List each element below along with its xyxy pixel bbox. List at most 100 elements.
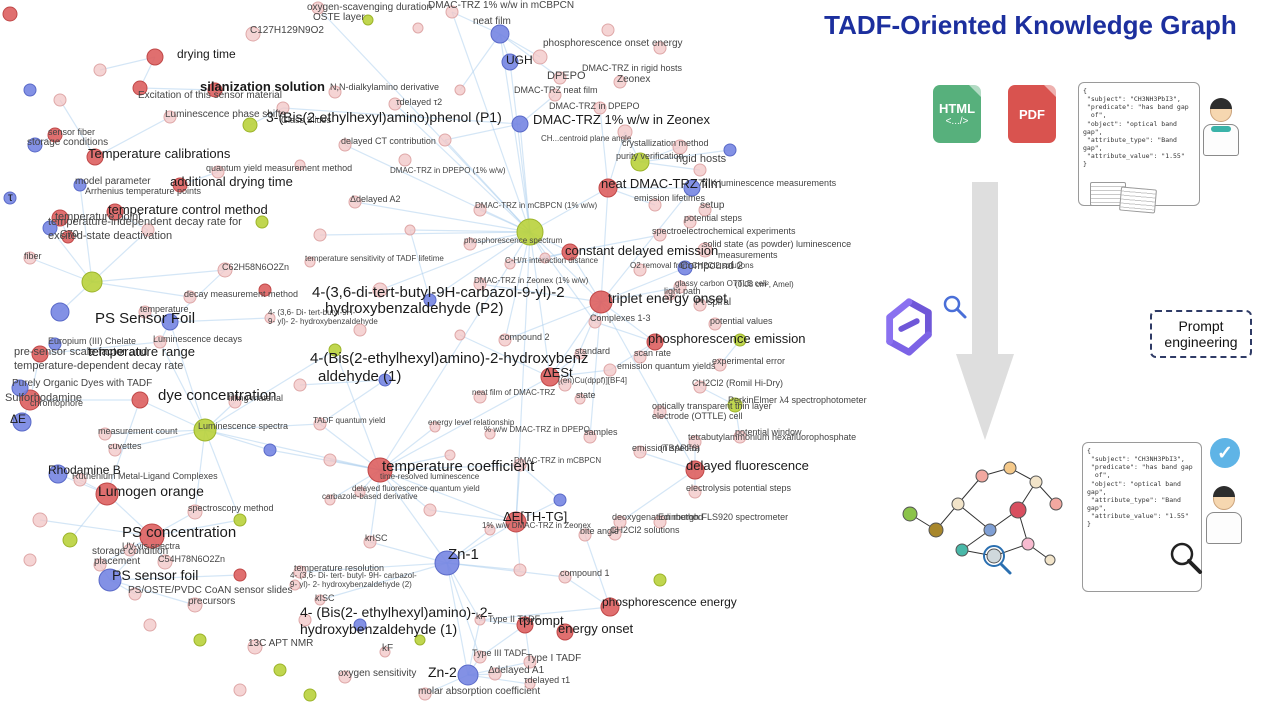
graph-node	[207, 82, 223, 98]
graph-edge	[594, 321, 656, 343]
graph-node	[600, 597, 620, 617]
graph-node	[161, 313, 179, 331]
graph-node	[276, 101, 290, 115]
scientist-illustration	[1195, 98, 1247, 156]
extraction-json-snippet: { "subject": "CH3NH3PbI3", "predicate": …	[1083, 87, 1189, 169]
mini-graph-node	[1021, 537, 1035, 551]
graph-node	[664, 289, 676, 301]
graph-node	[708, 317, 722, 331]
graph-edge	[159, 341, 206, 431]
graph-node	[313, 228, 327, 242]
graph-edge	[639, 451, 696, 471]
graph-edge	[479, 283, 602, 303]
graph-node	[48, 464, 68, 484]
graph-edge	[446, 562, 469, 676]
graph-node	[367, 457, 393, 483]
verification-illustration: { "subject": "CH3NH3PbI3", "predicate": …	[1082, 442, 1202, 592]
graph-node	[697, 242, 713, 258]
graph-node	[153, 335, 167, 349]
graph-node	[32, 512, 48, 528]
graph-edge	[369, 541, 448, 564]
graph-node	[379, 646, 391, 658]
html-icon-label: HTML	[938, 101, 976, 116]
graph-edge	[109, 574, 241, 581]
graph-node	[328, 343, 342, 357]
graph-node	[98, 568, 122, 592]
graph-edge	[379, 231, 531, 291]
reviewer-head	[1213, 486, 1235, 510]
graph-edge	[344, 144, 531, 233]
graph-node	[228, 395, 242, 409]
graph-edge	[39, 519, 153, 537]
graph-node	[677, 260, 693, 276]
graph-node	[473, 203, 487, 217]
graph-node	[304, 256, 316, 268]
arrow-head	[956, 354, 1014, 440]
graph-node	[474, 614, 486, 626]
graph-edge	[204, 429, 241, 521]
graph-edge	[446, 562, 481, 658]
graph-node	[454, 84, 466, 96]
graph-edge	[91, 229, 149, 283]
graph-node	[445, 5, 459, 19]
mini-graph-node	[1049, 497, 1063, 511]
graph-node	[683, 179, 701, 197]
graph-edge	[569, 234, 661, 253]
graph-edge	[169, 269, 226, 323]
graph-node	[353, 323, 367, 337]
graph-node	[106, 203, 124, 221]
graph-edge	[169, 321, 206, 431]
arrow-shaft	[972, 182, 998, 354]
graph-node	[608, 527, 622, 541]
graph-node	[324, 494, 336, 506]
graph-node	[653, 228, 667, 242]
graph-node	[484, 524, 496, 536]
graph-edge	[515, 231, 531, 523]
graph-node	[23, 553, 37, 567]
extraction-illustration: { "subject": "CH3NH3PbI3", "predicate": …	[1078, 82, 1200, 206]
graph-node	[454, 329, 466, 341]
graph-node	[693, 380, 707, 394]
graph-edge	[194, 429, 206, 513]
graph-edge	[549, 369, 611, 378]
mini-graph-node	[955, 543, 969, 557]
graph-node	[146, 48, 164, 66]
graph-node	[19, 389, 41, 411]
check-icon: ✓	[1210, 438, 1240, 468]
graph-node	[27, 137, 43, 153]
scientist-head	[1210, 98, 1232, 122]
graph-node	[693, 163, 707, 177]
mini-magnifier-icon	[983, 545, 1005, 567]
graph-node	[348, 195, 362, 209]
graph-edge	[109, 579, 196, 606]
graph-edge	[600, 286, 681, 303]
graph-node	[653, 41, 667, 55]
graph-edge	[549, 301, 602, 378]
graph-node	[187, 504, 203, 520]
graph-node	[588, 315, 602, 329]
graph-node	[733, 430, 747, 444]
graph-node	[255, 215, 269, 229]
graph-edge	[609, 341, 656, 371]
graph-node	[128, 587, 142, 601]
html-file-icon: HTML <.../>	[933, 85, 981, 143]
graph-node	[95, 482, 119, 506]
graph-node	[53, 93, 67, 107]
graph-edge	[409, 229, 431, 301]
documents-illustration	[1119, 186, 1157, 214]
graph-edge	[204, 423, 321, 431]
graph-node	[713, 358, 727, 372]
graph-node	[574, 393, 586, 405]
graph-node	[646, 333, 664, 351]
graph-node	[62, 532, 78, 548]
graph-node	[613, 75, 627, 89]
page-title: TADF-Oriented Knowledge Graph	[824, 10, 1237, 40]
graph-node	[523, 655, 537, 669]
graph-edge	[139, 399, 206, 431]
graph-node	[263, 443, 277, 457]
graph-node	[414, 634, 426, 646]
graph-node	[556, 623, 574, 641]
graph-edge	[319, 423, 381, 471]
graph-node	[323, 453, 337, 467]
graph-node	[561, 243, 579, 261]
